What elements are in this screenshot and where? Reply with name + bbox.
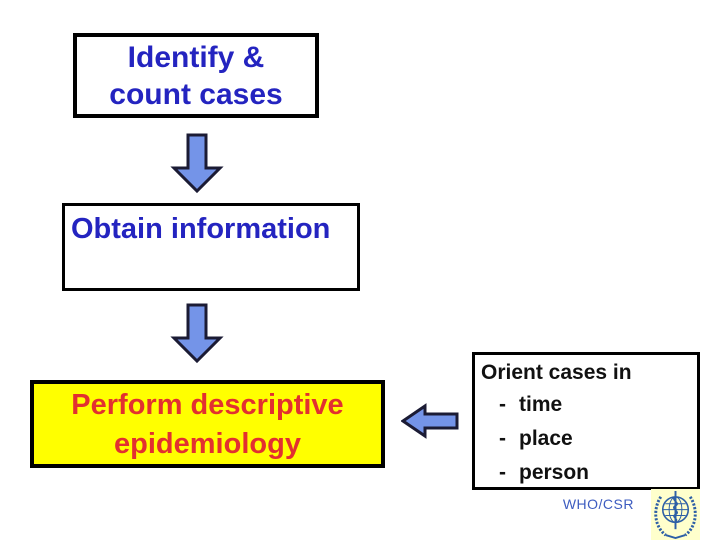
orient-item-label: time [519, 393, 563, 416]
flow-box-identify-count-cases: Identify & count cases [73, 33, 319, 118]
bullet-dash: - [499, 461, 506, 484]
who-emblem-icon [654, 490, 697, 540]
down-arrow-icon [170, 303, 224, 364]
orient-item-label: person [519, 461, 590, 484]
flow-box-perform-line1: Perform descriptive [71, 389, 344, 421]
down-arrow-icon [170, 133, 224, 194]
left-arrow-icon [401, 403, 459, 439]
who-csr-credit: WHO/CSR [562, 496, 634, 512]
flow-box-perform-line2: epidemiology [114, 428, 301, 460]
flow-box-perform-descriptive-epidemiology: Perform descriptive epidemiology [30, 380, 385, 468]
orient-item-place: -place [481, 422, 691, 456]
who-emblem-logo [651, 489, 700, 540]
bullet-dash: - [499, 427, 506, 450]
flow-box-orient-cases: Orient cases in -time -place -person [472, 352, 700, 490]
flow-box-obtain-information: Obtain information [62, 203, 360, 291]
flow-box-obtain-label: Obtain information [71, 213, 331, 245]
orient-item-time: -time [481, 388, 691, 422]
orient-item-person: -person [481, 456, 691, 490]
bullet-dash: - [499, 393, 506, 416]
flow-box-identify-line1: Identify & [127, 41, 265, 74]
orient-box-title: Orient cases in [481, 361, 632, 384]
flow-box-identify-line2: count cases [109, 78, 283, 111]
orient-item-label: place [519, 427, 573, 450]
